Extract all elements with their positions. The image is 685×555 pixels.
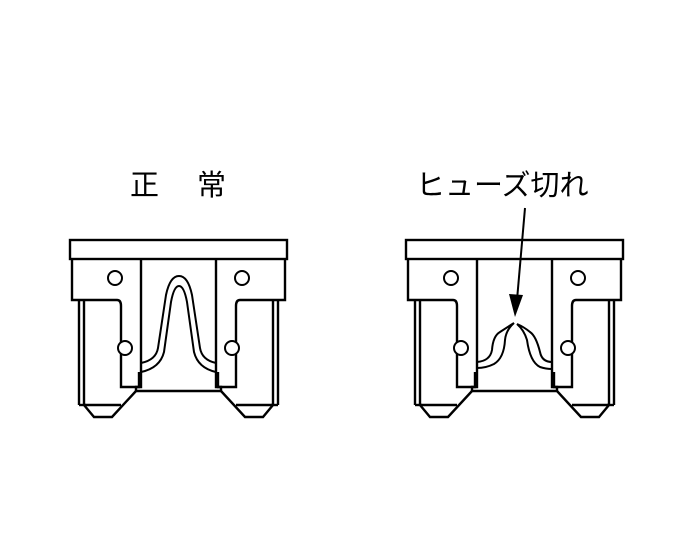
label-blown-fuse: ヒューズ切れ <box>416 168 589 202</box>
fuse-element-fragment-left <box>476 322 515 369</box>
arrow-head-icon <box>509 294 523 317</box>
fuse-element-intact <box>140 274 217 373</box>
fuse-element-fragment-right <box>516 323 553 370</box>
fuse-body-normal <box>68 238 289 419</box>
arrow-indicator <box>509 207 526 317</box>
fuse-normal <box>68 238 289 419</box>
label-normal: 正常 <box>130 168 265 202</box>
fuse-blown <box>404 238 625 419</box>
fuse-body-blown <box>404 238 625 419</box>
